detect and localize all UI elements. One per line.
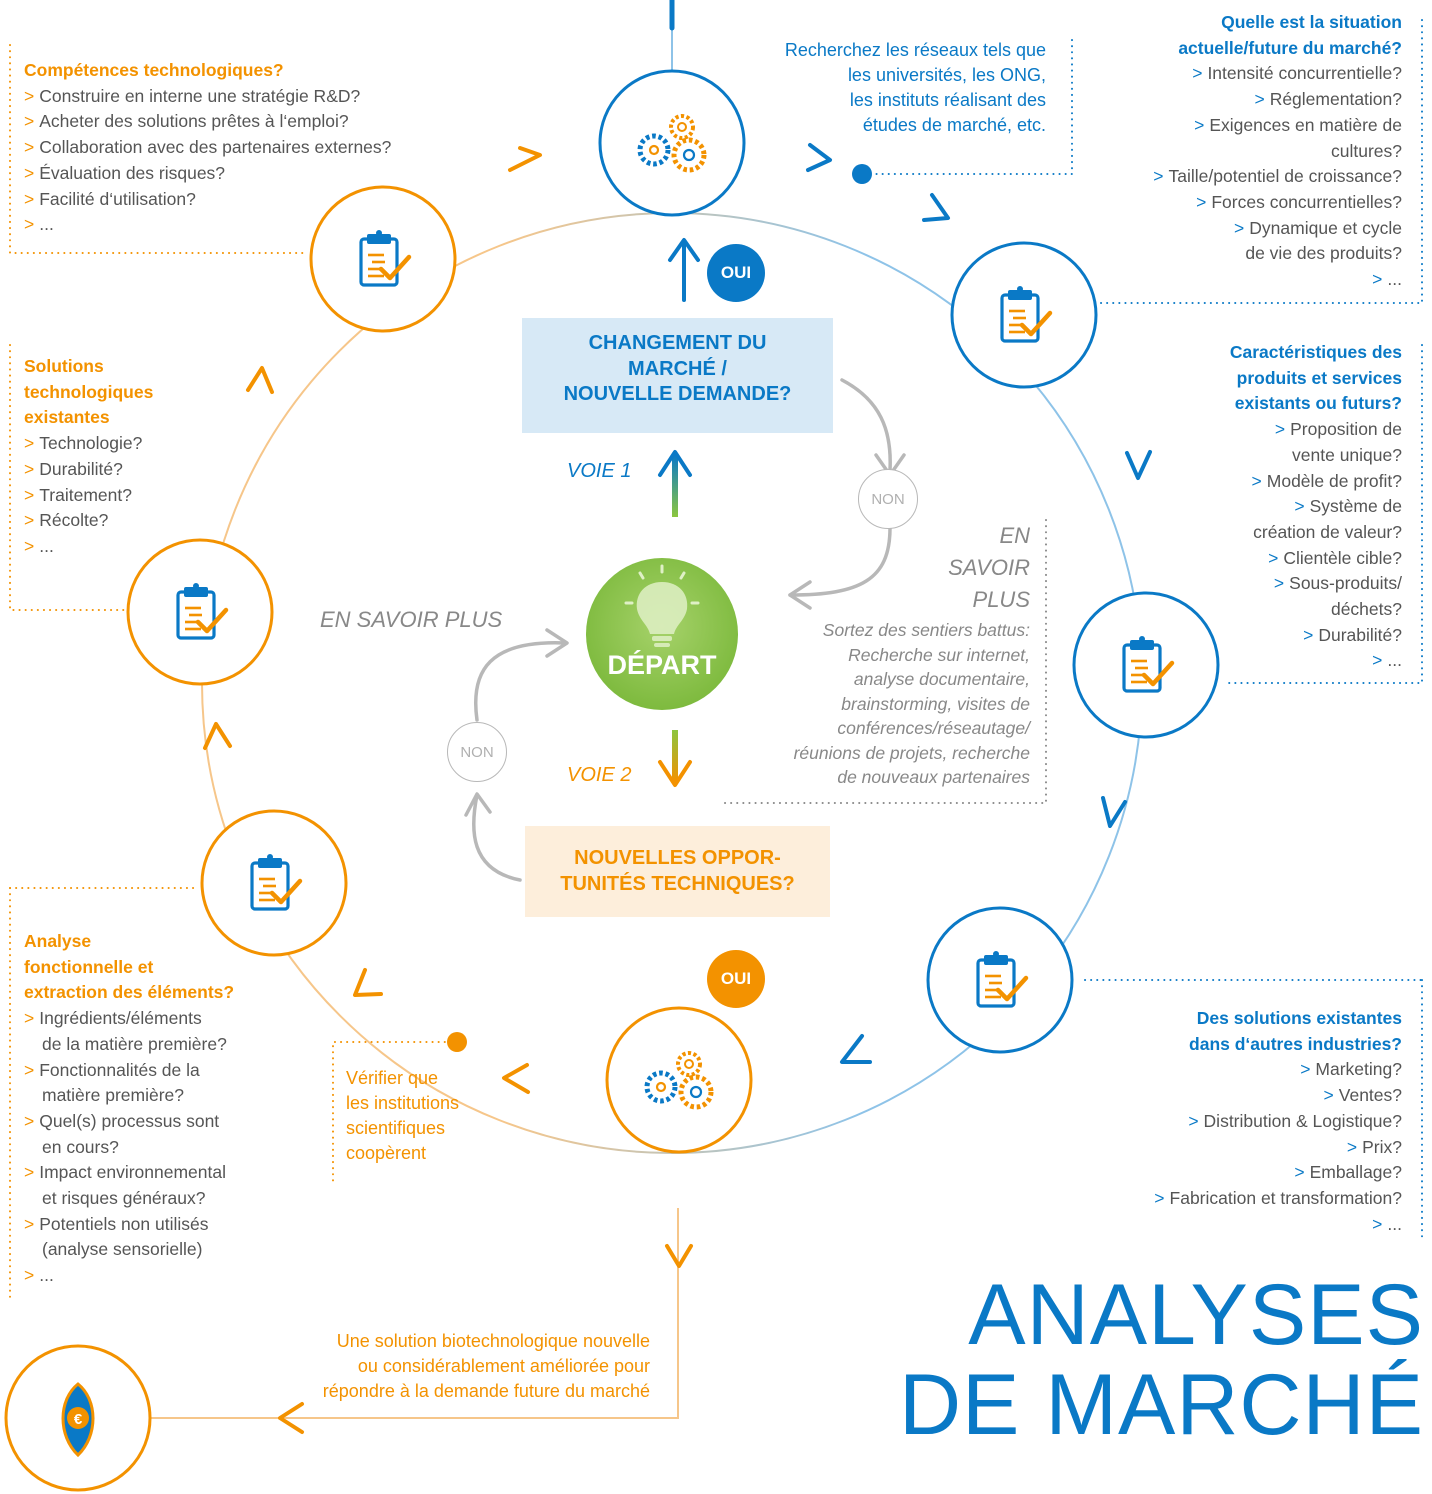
euro-leaf-icon: € bbox=[74, 1411, 83, 1428]
non-badge-left: NON bbox=[447, 722, 507, 782]
question-tech-box: NOUVELLES OPPOR- TUNITÉS TECHNIQUES? bbox=[525, 826, 830, 917]
node-bottom-gears bbox=[605, 1006, 753, 1154]
dotted-leaders bbox=[9, 19, 1423, 1301]
en-savoir-plus-right: EN SAVOIR PLUS Sortez des sentiers battu… bbox=[793, 523, 1030, 787]
network-note: Recherchez les réseaux tels que les univ… bbox=[784, 40, 1046, 135]
block-caracteristiques: Caractéristiques des produits et service… bbox=[1229, 342, 1402, 671]
lightbulb-icon bbox=[636, 582, 688, 647]
node-competences bbox=[309, 185, 457, 333]
oui-badge-top: OUI bbox=[707, 244, 765, 302]
node-caracteristiques bbox=[1072, 591, 1220, 739]
page-title: ANALYSES DE MARCHÉ bbox=[898, 1267, 1424, 1453]
block-industries: Des solutions existantes dans d‘autres i… bbox=[1154, 1008, 1402, 1234]
down-arrow bbox=[665, 1244, 693, 1268]
outcome-note: Une solution biotechnologique nouvelle o… bbox=[322, 1331, 650, 1401]
verify-note: Vérifier que les institutions scientifiq… bbox=[346, 1068, 460, 1163]
block-situation: Quelle est la situation actuelle/future … bbox=[1153, 12, 1402, 290]
non-badge-right: NON bbox=[858, 469, 918, 529]
node-solutions bbox=[126, 538, 274, 686]
left-arrow bbox=[278, 1402, 304, 1434]
cycle-arrows-orange bbox=[203, 146, 542, 1094]
voie1-label: VOIE 1 bbox=[567, 460, 632, 482]
voie2-label: VOIE 2 bbox=[567, 764, 632, 786]
cycle-arrows-blue bbox=[806, 143, 1152, 1064]
block-solutions: Solutions technologiques existantes >Tec… bbox=[24, 356, 154, 556]
block-analyse: Analyse fonctionnelle et extraction des … bbox=[24, 931, 235, 1286]
block-competences: Compétences technologiques? >Construire … bbox=[24, 60, 392, 235]
node-industries bbox=[926, 906, 1074, 1054]
outcome-connector bbox=[145, 1208, 679, 1419]
oui-badge-bottom: OUI bbox=[707, 950, 765, 1008]
node-top-gears bbox=[598, 69, 746, 217]
question-market-box: CHANGEMENT DU MARCHÉ / NOUVELLE DEMANDE? bbox=[522, 318, 833, 433]
node-outcome: € bbox=[4, 1344, 152, 1492]
node-analyse bbox=[200, 809, 348, 957]
en-savoir-plus-left: EN SAVOIR PLUS bbox=[320, 607, 503, 632]
depart-label: DÉPART bbox=[607, 650, 717, 680]
depart-node bbox=[586, 558, 738, 710]
node-situation bbox=[950, 241, 1098, 389]
